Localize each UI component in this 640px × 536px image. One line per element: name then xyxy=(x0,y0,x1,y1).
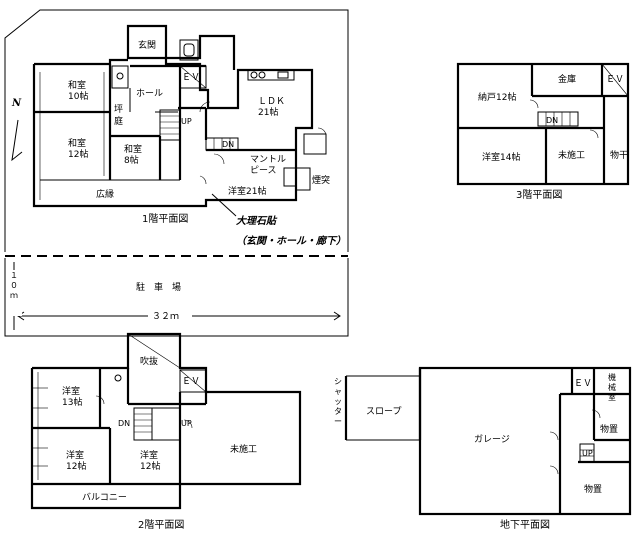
stairs-up-b1: UP xyxy=(582,449,593,458)
stairs-dn-3f: DN xyxy=(546,116,558,125)
parking-label: 駐 車 場 xyxy=(136,281,181,293)
basement-plan xyxy=(344,366,632,516)
room-hiroen: 広縁 xyxy=(96,188,114,200)
annotation-leader xyxy=(211,193,237,217)
room-entotsu: 煙突 xyxy=(312,174,330,186)
annotation-marble-areas: （玄関・ホール・廊下） xyxy=(236,235,346,247)
north-arrow-icon: N xyxy=(11,98,23,162)
annotation-marble: 大理石貼 xyxy=(236,215,278,227)
elevator-b1: ＥＶ xyxy=(574,379,592,389)
room-balcony: バルコニー xyxy=(82,492,127,503)
room-hall: ホール xyxy=(136,88,163,99)
elevator-2f: ＥＶ xyxy=(182,377,200,387)
room-niwa: 庭 xyxy=(114,115,123,127)
basement-shutter: シャッター xyxy=(334,377,342,426)
room-misekou-3f: 未施工 xyxy=(558,149,585,161)
stairs-dn-1f: DN xyxy=(222,140,234,149)
room-genkan: 玄関 xyxy=(138,39,156,51)
floor1-plan xyxy=(32,24,327,208)
stairs-up-1f: UP xyxy=(181,117,192,126)
elevator-3f: ＥＶ xyxy=(606,75,624,85)
basement-caption: 地下平面図 xyxy=(500,518,550,531)
room-mantle-piece: マントルピース xyxy=(250,155,286,176)
floor2-caption: 2階平面図 xyxy=(138,519,184,531)
stairs-up-2f: UP xyxy=(181,419,192,428)
room-misekou-2f: 未施工 xyxy=(230,443,257,455)
parking-width-label: ３２ｍ xyxy=(152,312,179,322)
parking-area: 駐 車 場 ３２ｍ １０ｍ xyxy=(8,262,341,330)
floor3-caption: 3階平面図 xyxy=(516,189,562,201)
floor1-caption: 1階平面図 xyxy=(142,213,188,225)
room-yoshitsu-21: 洋室21帖 xyxy=(228,185,266,197)
room-tsubo: 坪 xyxy=(114,104,123,115)
svg-text:N: N xyxy=(11,98,22,109)
room-nando: 納戸12帖 xyxy=(478,91,516,103)
elevator-1f: ＥＶ xyxy=(182,73,200,83)
room-yoshitsu-14: 洋室14帖 xyxy=(482,151,520,163)
parking-depth-label: １０ｍ xyxy=(10,271,18,300)
room-monooki-1: 物置 xyxy=(600,423,618,435)
room-kinko: 金庫 xyxy=(558,73,576,85)
site-boundary xyxy=(4,9,349,337)
room-fukinuke: 吹抜 xyxy=(140,355,158,367)
floor3-plan xyxy=(456,62,630,186)
room-monooki-2: 物置 xyxy=(584,483,602,495)
room-slope: スロープ xyxy=(366,406,401,417)
room-garage: ガレージ xyxy=(474,434,510,445)
stairs-dn-2f: DN xyxy=(118,419,130,428)
room-monohoshi: 物干 xyxy=(610,149,628,161)
floor2-plan xyxy=(30,332,302,510)
room-kikai: 機械室 xyxy=(608,372,616,402)
